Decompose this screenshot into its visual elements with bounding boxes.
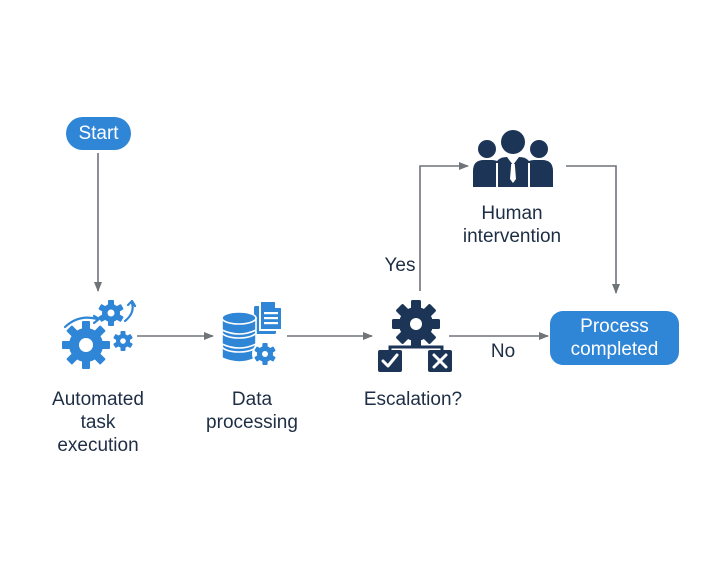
human-intervention-label-line-1: Human bbox=[481, 203, 543, 224]
data-processing-label: Data processing bbox=[192, 388, 312, 434]
data-processing-label-line-2: processing bbox=[206, 412, 298, 433]
people-group-icon bbox=[473, 130, 553, 187]
edge-escalation-to-human bbox=[419, 162, 469, 291]
gears-icon bbox=[62, 300, 137, 369]
edge-label-yes: Yes bbox=[384, 255, 416, 276]
edge-human-to-completed bbox=[566, 165, 620, 294]
automated-task-label: Automated task execution bbox=[38, 388, 158, 457]
process-completed-line-1: Process bbox=[580, 316, 649, 337]
human-intervention-label-line-2: intervention bbox=[462, 226, 562, 247]
edge-label-no: No bbox=[490, 341, 516, 362]
process-completed-node: Process completed bbox=[550, 311, 679, 365]
data-processing-label-line-1: Data bbox=[231, 389, 273, 410]
start-node: Start bbox=[66, 117, 131, 150]
automated-task-label-line-3: execution bbox=[57, 435, 139, 456]
automated-task-label-line-1: Automated bbox=[52, 389, 144, 410]
escalation-label: Escalation? bbox=[363, 389, 463, 410]
process-completed-line-2: completed bbox=[570, 339, 659, 360]
human-intervention-label: Human intervention bbox=[447, 202, 577, 248]
gear-decision-icon bbox=[378, 300, 452, 372]
automated-task-label-line-2: task bbox=[80, 412, 116, 433]
database-documents-icon bbox=[221, 300, 283, 367]
